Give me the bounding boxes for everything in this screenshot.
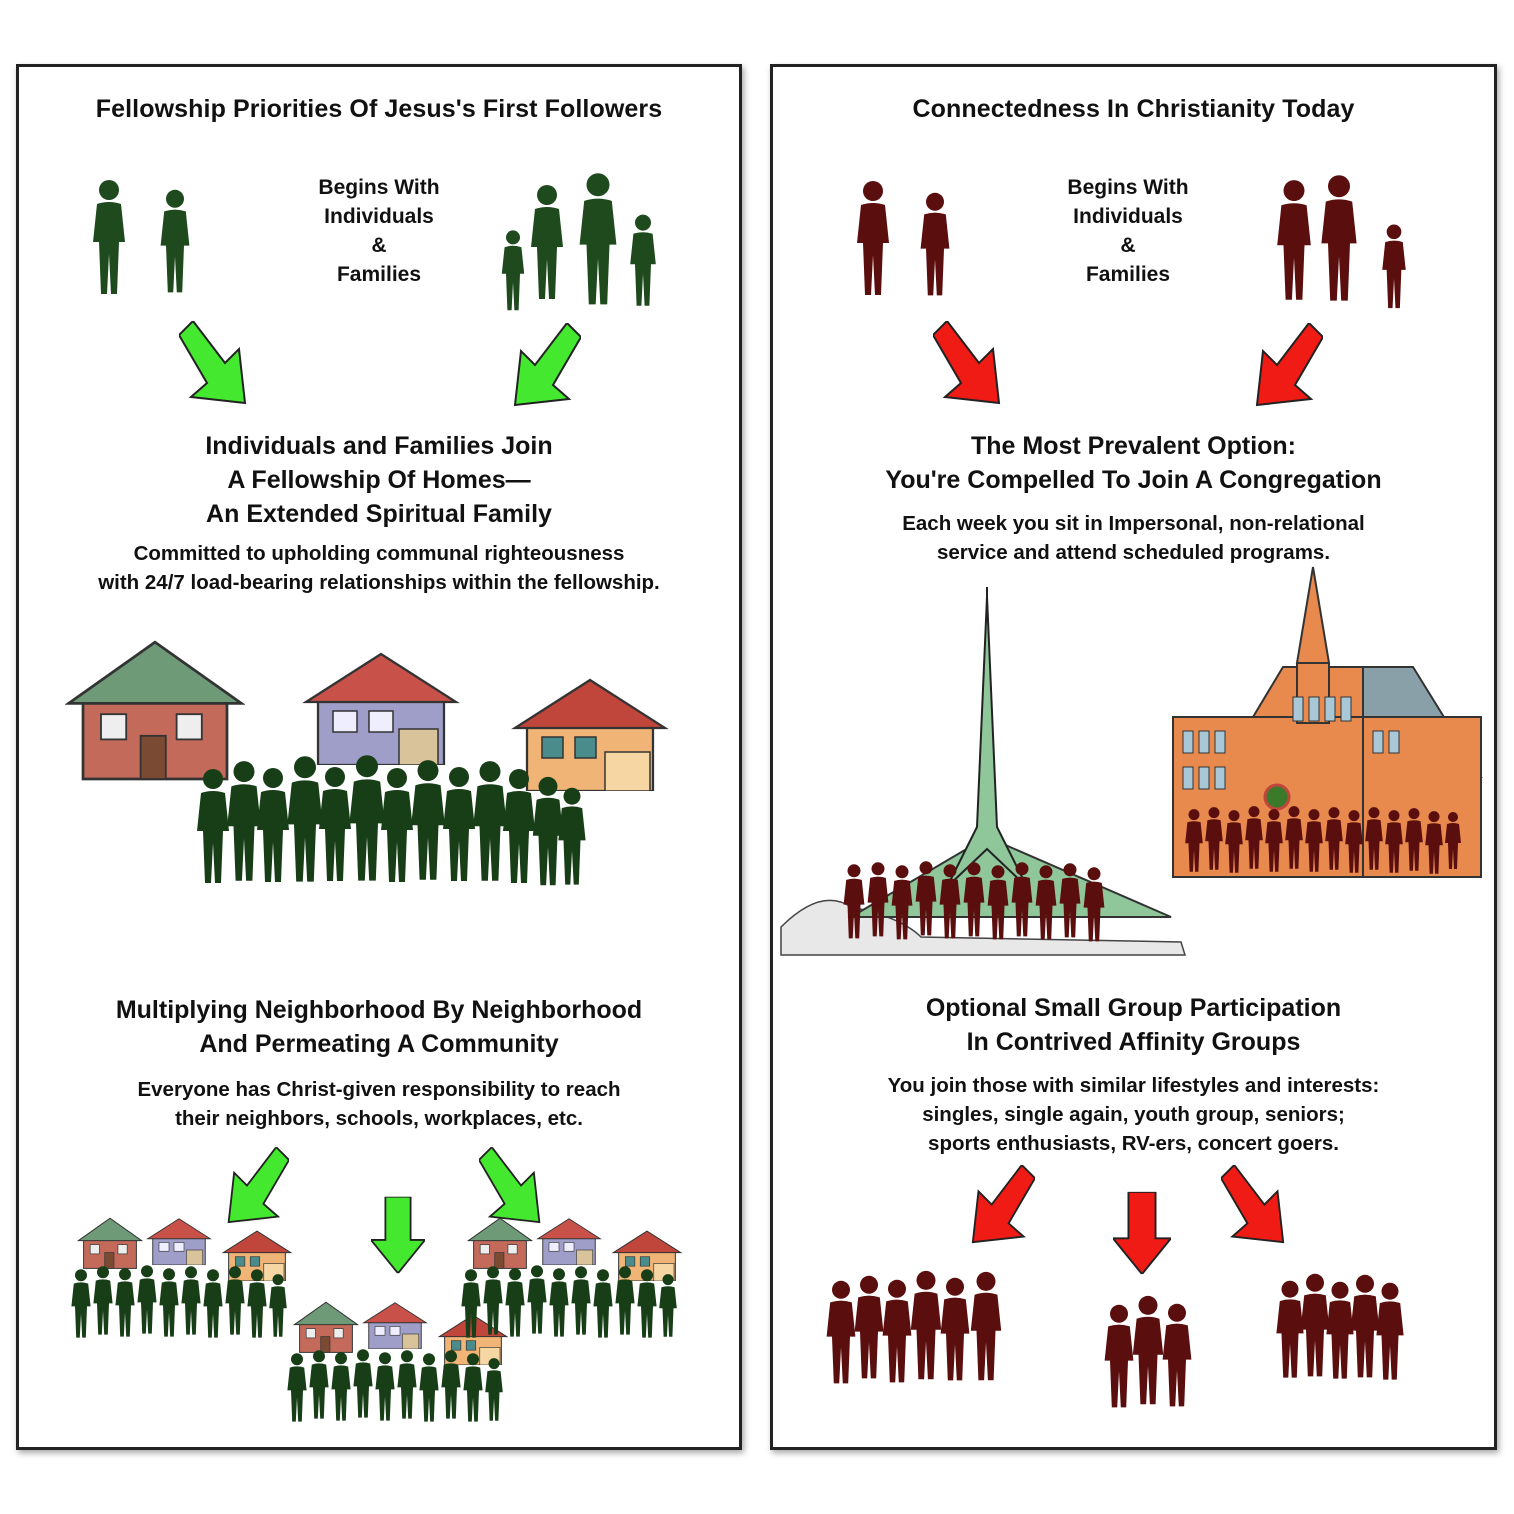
red-arrow-down-right-2 bbox=[1221, 1165, 1287, 1245]
right-begins-with: Begins With Individuals & Families bbox=[1067, 176, 1189, 286]
individuals-silhouette-green bbox=[93, 180, 190, 294]
green-arrow-down-center bbox=[371, 1193, 425, 1277]
green-arrow-down-right bbox=[179, 321, 249, 406]
right-panel-title: Connectedness In Christianity Today bbox=[912, 95, 1355, 123]
multiplying-heading: Multiplying Neighborhood By Neighborhood… bbox=[115, 996, 643, 1058]
left-panel: Fellowship Priorities Of Jesus's First F… bbox=[16, 64, 742, 1450]
brick-church-illustration bbox=[1172, 566, 1483, 878]
right-panel: Connectedness In Christianity Today Begi… bbox=[770, 64, 1497, 1450]
join-fellowship-body: Committed to upholding communal righteou… bbox=[98, 542, 660, 594]
neighborhood-group-right bbox=[461, 1217, 682, 1338]
individuals-silhouette-red bbox=[857, 181, 950, 296]
congregation-body: Each week you sit in Impersonal, non-rel… bbox=[902, 512, 1365, 564]
small-groups-body: You join those with similar lifestyles a… bbox=[887, 1074, 1380, 1155]
join-fellowship-heading: Individuals and Families Join A Fellowsh… bbox=[205, 432, 553, 528]
neighborhood-group-left bbox=[71, 1217, 292, 1338]
family-silhouette-red bbox=[1277, 175, 1406, 309]
red-arrow-down-left-2 bbox=[969, 1165, 1035, 1245]
green-arrow-down-left-2 bbox=[225, 1147, 289, 1225]
modern-spire-church-illustration bbox=[780, 587, 1187, 956]
congregation-heading: The Most Prevalent Option: You're Compel… bbox=[885, 432, 1382, 494]
green-crowd bbox=[197, 755, 586, 886]
family-silhouette-green bbox=[501, 173, 656, 311]
multiplying-body: Everyone has Christ-given responsibility… bbox=[137, 1078, 621, 1130]
left-panel-title: Fellowship Priorities Of Jesus's First F… bbox=[95, 95, 663, 123]
affinity-group-center bbox=[1104, 1295, 1192, 1408]
green-arrow-down-right-2 bbox=[479, 1147, 543, 1225]
affinity-group-right bbox=[1276, 1273, 1404, 1380]
red-arrow-down-right bbox=[933, 321, 1003, 406]
small-groups-heading: Optional Small Group Participation In Co… bbox=[925, 994, 1342, 1056]
homes-and-crowd-illustration bbox=[67, 640, 667, 886]
affinity-group-left bbox=[826, 1270, 1002, 1384]
red-arrow-down-center bbox=[1113, 1189, 1171, 1277]
green-arrow-down-left bbox=[511, 323, 581, 408]
left-begins-with: Begins With Individuals & Families bbox=[318, 176, 440, 286]
red-arrow-down-left bbox=[1253, 323, 1323, 408]
